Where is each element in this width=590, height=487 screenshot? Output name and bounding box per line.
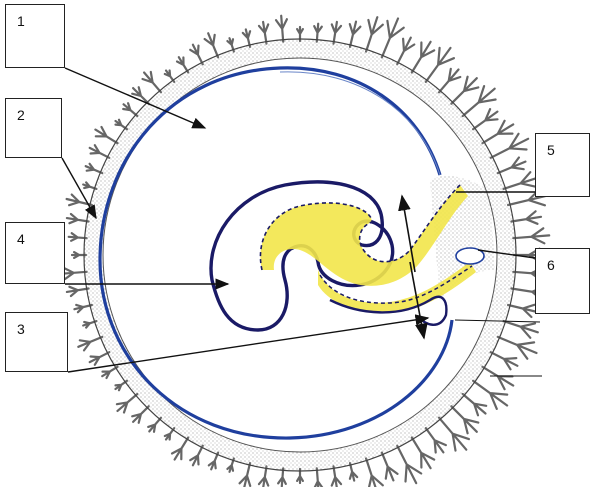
- villus: [483, 121, 514, 143]
- villus: [498, 337, 537, 359]
- villus: [451, 77, 478, 104]
- villus: [243, 29, 250, 47]
- label-box-3: 3: [5, 312, 68, 372]
- villus: [350, 463, 357, 481]
- villus: [366, 459, 383, 487]
- villus: [350, 22, 361, 47]
- villus: [67, 287, 89, 296]
- villus: [508, 305, 537, 317]
- villus: [209, 453, 218, 470]
- villus: [513, 228, 549, 243]
- villus: [498, 158, 526, 174]
- villus: [259, 22, 268, 44]
- villus: [86, 164, 103, 173]
- label-box-4: 4: [5, 222, 65, 284]
- villus: [74, 305, 92, 312]
- villus: [332, 22, 341, 44]
- villus: [397, 446, 421, 483]
- label-box-1: 1: [5, 4, 65, 68]
- villus: [117, 394, 137, 413]
- villus: [132, 406, 149, 423]
- label-number-5: 5: [547, 142, 555, 158]
- villus: [313, 468, 324, 487]
- label-number-1: 1: [17, 13, 25, 29]
- villus: [132, 87, 149, 104]
- villus: [491, 352, 518, 369]
- villus: [397, 38, 414, 65]
- villus: [90, 145, 110, 158]
- villus: [382, 453, 398, 481]
- villus: [382, 19, 404, 58]
- villus: [504, 172, 538, 189]
- villus: [426, 428, 446, 452]
- villus: [412, 438, 434, 469]
- villus: [67, 214, 89, 223]
- villus: [95, 127, 117, 143]
- villus: [90, 352, 110, 365]
- villus: [483, 367, 514, 389]
- villus: [491, 134, 528, 158]
- label-number-4: 4: [17, 231, 25, 247]
- villus: [451, 406, 478, 433]
- villus: [276, 16, 287, 42]
- villus: [504, 321, 538, 338]
- label-number-6: 6: [547, 257, 555, 273]
- villus: [148, 418, 161, 432]
- villus: [143, 72, 162, 92]
- villus: [78, 337, 102, 351]
- label-number-2: 2: [17, 107, 25, 123]
- label-number-3: 3: [17, 321, 25, 337]
- villus: [172, 438, 188, 460]
- villus: [463, 394, 487, 415]
- label-box-6: 6: [535, 248, 590, 314]
- villus: [366, 17, 383, 51]
- villus: [473, 109, 497, 129]
- villus: [259, 466, 268, 487]
- villus: [190, 45, 203, 65]
- villus: [123, 103, 137, 116]
- villus: [190, 446, 203, 466]
- villus: [439, 69, 460, 93]
- villus: [102, 367, 117, 378]
- villus: [511, 211, 541, 224]
- villus: [240, 463, 251, 487]
- villus: [332, 466, 341, 487]
- villus: [177, 57, 188, 72]
- villus: [412, 42, 434, 73]
- villus: [205, 33, 219, 57]
- label-box-5: 5: [535, 133, 590, 197]
- label-box-2: 2: [5, 98, 62, 158]
